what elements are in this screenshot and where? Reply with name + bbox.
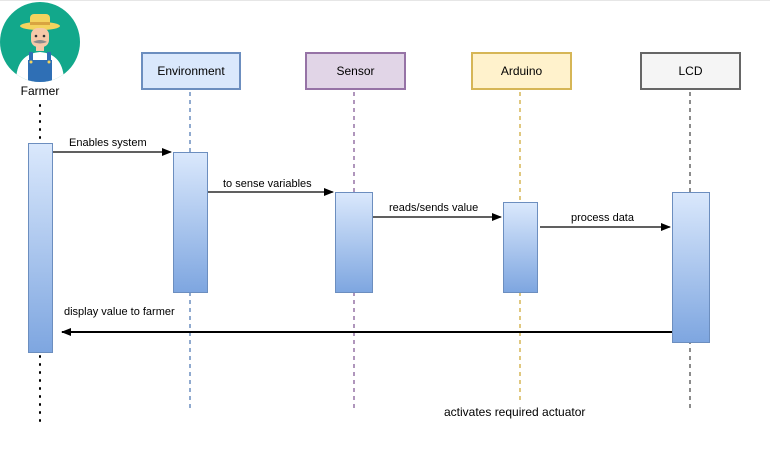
display-value-label: display value to farmer — [64, 306, 175, 318]
farmer-actor-label: Farmer — [20, 84, 60, 98]
environment-participant[interactable]: Environment — [141, 52, 241, 90]
lcd-participant[interactable]: LCD — [640, 52, 741, 90]
sense-variables-label: to sense variables — [223, 178, 312, 190]
farmer-activation-bar[interactable] — [28, 143, 53, 353]
actuator-note: activates required actuator — [444, 405, 586, 419]
farmer-avatar-icon — [0, 2, 80, 82]
arduino-activation-bar[interactable] — [503, 202, 538, 293]
environment-activation-bar[interactable] — [173, 152, 208, 293]
lcd-activation-bar[interactable] — [672, 192, 710, 343]
arduino-participant[interactable]: Arduino — [471, 52, 572, 90]
sensor-activation-bar[interactable] — [335, 192, 373, 293]
reads-sends-value-label: reads/sends value — [389, 202, 479, 214]
sensor-participant[interactable]: Sensor — [305, 52, 406, 90]
enables-system-label: Enables system — [69, 137, 147, 149]
top-border — [0, 0, 770, 1]
process-data-label: process data — [571, 212, 634, 224]
